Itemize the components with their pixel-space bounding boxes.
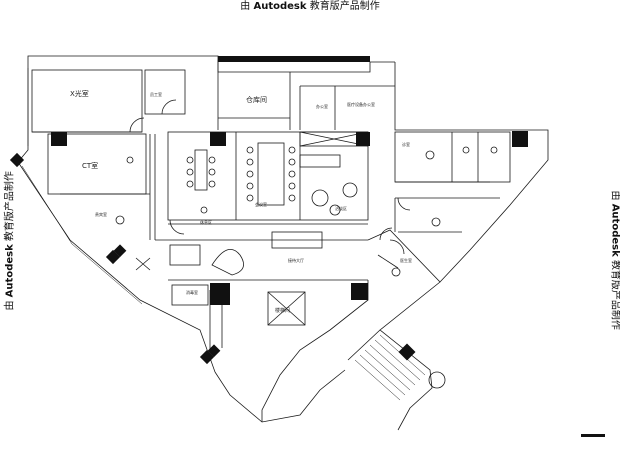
watermark-top: 由 Autodesk 教育版产品制作 xyxy=(0,0,620,13)
label-meeting: 会议室 xyxy=(255,201,267,207)
label-office-b: 医疗设备办公室 xyxy=(347,101,375,107)
label-warehouse: 仓库间 xyxy=(246,95,267,104)
label-stair: 楼梯间 xyxy=(275,307,290,314)
watermark-prefix: 由 xyxy=(240,1,251,12)
label-staff: 员工室 xyxy=(150,91,162,97)
label-rest: 休息区 xyxy=(200,219,212,225)
columns xyxy=(9,56,605,437)
walls xyxy=(17,55,549,431)
label-xray: X光室 xyxy=(70,89,89,98)
watermark-brand: Autodesk xyxy=(253,1,307,12)
label-disinfect: 消毒室 xyxy=(186,289,198,295)
label-doctor: 医生室 xyxy=(400,257,412,263)
label-small-meeting: 洽谈区 xyxy=(335,205,347,211)
label-office-a: 办公室 xyxy=(316,103,328,109)
label-consult: 诊室 xyxy=(402,141,410,147)
label-vip: 贵宾室 xyxy=(95,211,107,217)
watermark-suffix: 教育版产品制作 xyxy=(309,1,380,12)
label-reception: 接待大厅 xyxy=(288,257,304,263)
label-ct: CT室 xyxy=(82,161,98,170)
